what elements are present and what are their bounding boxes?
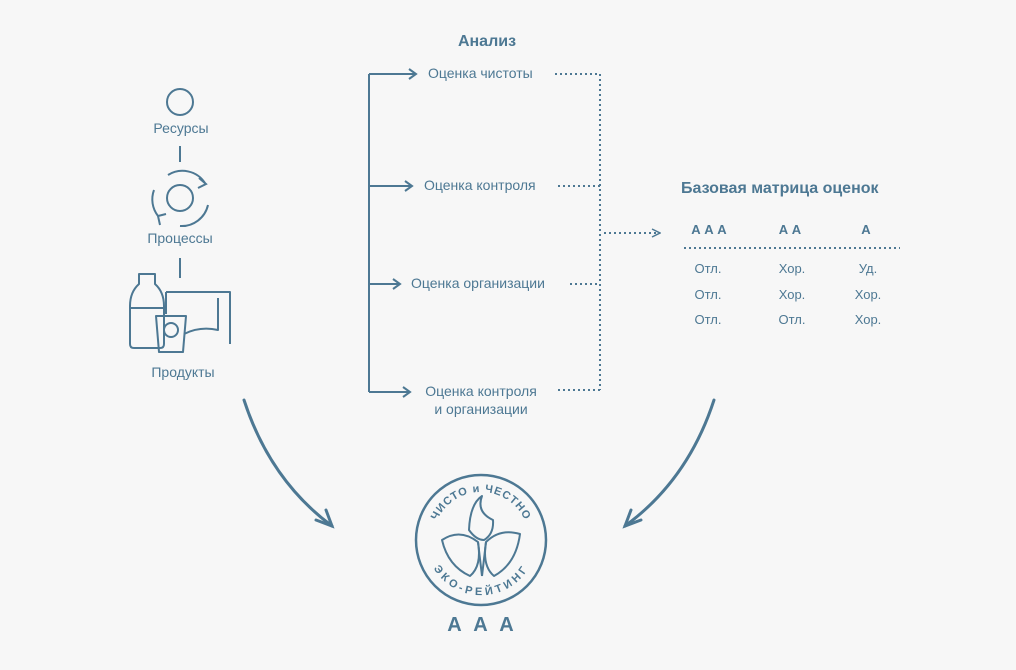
analysis-item-line1: Оценка контроля [425, 383, 537, 399]
analysis-item-purity: Оценка чистоты [428, 65, 533, 81]
curved-arrow-right [622, 398, 716, 529]
matrix-cell: Хор. [778, 261, 806, 276]
analysis-item-organization: Оценка организации [411, 275, 545, 291]
matrix-cell: Хор. [854, 312, 882, 327]
matrix-header: А [861, 222, 871, 237]
eco-rating-badge: ЧИСТО и ЧЕСТНО ЭКО-РЕЙТИНГ [414, 473, 548, 607]
matrix-cell: Уд. [858, 261, 878, 276]
matrix-cell: Отл. [694, 312, 722, 327]
resources-label: Ресурсы [153, 120, 209, 136]
matrix-header: А А А [691, 222, 727, 237]
analysis-title: Анализ [457, 33, 517, 50]
analysis-item-control: Оценка контроля [424, 177, 536, 193]
analysis-bracket [368, 68, 418, 398]
analysis-item-control-organization: Оценка контроля и организации [425, 382, 537, 418]
matrix-cell: Хор. [778, 287, 806, 302]
products-label: Продукты [151, 364, 215, 380]
leaf-logo-icon [441, 495, 521, 577]
analysis-dotted-collector [555, 73, 660, 391]
badge-grade: А А А [447, 614, 517, 636]
resources-circle-icon [166, 88, 194, 116]
matrix-title: Базовая матрица оценок [681, 180, 879, 197]
matrix-cell: Отл. [694, 287, 722, 302]
matrix-header: А А [778, 222, 802, 237]
matrix-cell: Отл. [778, 312, 806, 327]
analysis-item-line2: и организации [434, 401, 528, 417]
processes-cycle-icon [151, 169, 209, 228]
curved-arrow-left [242, 398, 335, 529]
matrix-cell: Хор. [854, 287, 882, 302]
products-icon [129, 273, 231, 353]
processes-label: Процессы [147, 230, 213, 246]
matrix-cell: Отл. [694, 261, 722, 276]
